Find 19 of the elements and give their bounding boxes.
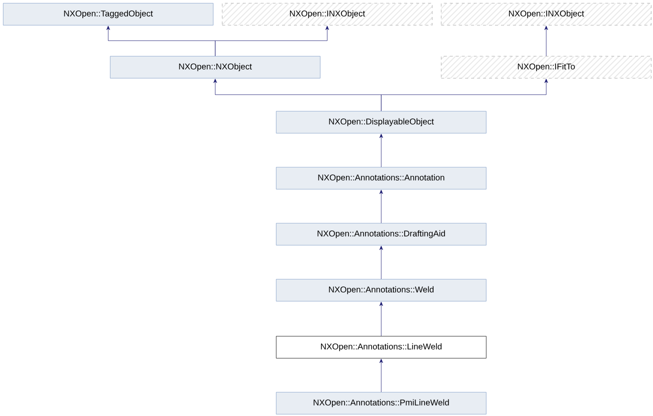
- class-box: NXOpen::Annotations::LineWeld: [276, 336, 486, 358]
- inheritance-arrow: [544, 26, 548, 56]
- inheritance-arrow: [379, 246, 383, 280]
- inheritance-arrow: [379, 134, 383, 168]
- inheritance-arrow: [379, 190, 383, 224]
- class-box: NXOpen::INXObject: [441, 3, 652, 26]
- class-box: NXOpen::TaggedObject: [3, 3, 214, 26]
- class-box: NXOpen::IFitTo: [441, 56, 652, 78]
- inheritance-arrow: [215, 26, 329, 56]
- class-box: NXOpen::Annotations::Annotation: [276, 167, 486, 190]
- inheritance-arrow: [379, 302, 383, 336]
- class-box: NXOpen::Annotations::Weld: [276, 279, 486, 302]
- class-box: NXOpen::DisplayableObject: [276, 111, 486, 134]
- inheritance-arrow: [381, 78, 548, 112]
- class-box: NXOpen::Annotations::PmiLineWeld: [276, 392, 486, 414]
- inheritance-arrow: [379, 358, 383, 392]
- class-box: NXOpen::Annotations::DraftingAid: [276, 223, 486, 246]
- class-box: NXOpen::INXObject: [222, 3, 432, 26]
- class-box: NXOpen::NXObject: [110, 56, 320, 78]
